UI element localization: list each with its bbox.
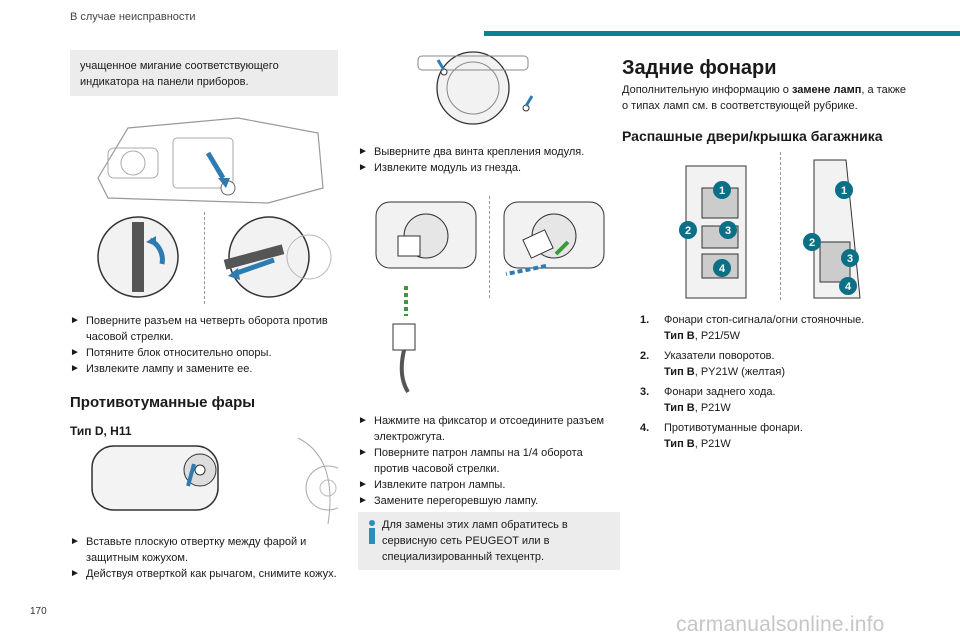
step-arrow-icon: ► [70, 568, 80, 579]
step-item: ►Вставьте плоскую отвертку между фарой и… [70, 536, 307, 564]
step-item: ►Замените перегоревшую лампу. [358, 495, 539, 507]
step-arrow-icon: ► [358, 146, 368, 157]
step-item: ►Нажмите на фиксатор и отсоедините разъе… [358, 415, 605, 443]
callout-2: 2 [685, 225, 691, 237]
info-text: Для замены этих ламп обратитесь в сервис… [382, 519, 568, 563]
header-accent-bar [484, 31, 960, 36]
info-icon [369, 520, 375, 544]
step-arrow-icon: ► [70, 315, 80, 326]
step-arrow-icon: ► [358, 162, 368, 173]
step-item: ►Потяните блок относительно опоры. [70, 347, 272, 359]
step-arrow-icon: ► [358, 495, 368, 506]
step-arrow-icon: ► [358, 479, 368, 490]
callout-4: 4 [719, 263, 726, 275]
column-3: Задние фонари Дополнительную информацию … [622, 57, 912, 144]
callout-4: 4 [845, 281, 852, 293]
header-title: В случае неисправности [70, 11, 196, 23]
step-arrow-icon: ► [70, 536, 80, 547]
rear-lamps-intro: Дополнительную информацию о замене ламп,… [622, 84, 906, 112]
watermark: carmanualsonline.info [676, 613, 885, 636]
figure-divider [204, 212, 205, 304]
callout-3: 3 [725, 225, 731, 237]
figure-divider [489, 196, 490, 298]
column-1-steps: ►Поверните разъем на четверть оборота пр… [70, 313, 338, 439]
callout-1: 1 [719, 185, 725, 197]
rear-lamps-title: Задние фонари [622, 57, 777, 79]
connector-illustration-right [223, 216, 332, 298]
list-item: 1. Фонари стоп-сигнала/огни стояночные. … [640, 314, 865, 342]
rear-lamp-illustration-right: 1 2 3 4 [803, 159, 861, 299]
step-item: ►Извлеките модуль из гнезда. [358, 162, 522, 174]
column-1-steps-b: ►Вставьте плоскую отвертку между фарой и… [70, 534, 338, 582]
column-2-steps-a: ►Выверните два винта крепления модуля. ►… [358, 144, 620, 176]
fog-lamps-heading: Противотуманные фары [70, 394, 256, 411]
rear-lamp-illustration-left: 1 2 3 4 [679, 165, 747, 299]
list-item: 3. Фонари заднего хода. Тип B, P21W [640, 386, 776, 414]
list-item: 2. Указатели поворотов. Тип B, PY21W (же… [640, 350, 786, 378]
callout-2: 2 [809, 237, 815, 249]
step-item: ►Действуя отверткой как рычагом, снимите… [70, 568, 337, 580]
fog-type-heading: Тип D, H11 [70, 424, 132, 438]
page-number: 170 [30, 606, 47, 617]
info-box: Для замены этих ламп обратитесь в сервис… [358, 512, 620, 570]
column-1: учащенное мигание соответствующего индик… [70, 50, 338, 96]
callout-3: 3 [847, 253, 853, 265]
fog-module-illustration [417, 51, 534, 125]
bulb-connector-illustration-left [375, 201, 477, 394]
step-item: ►Поверните разъем на четверть оборота пр… [70, 315, 328, 343]
connector-illustration-left [97, 216, 179, 298]
step-arrow-icon: ► [70, 347, 80, 358]
step-item: ►Извлеките лампу и замените ее. [70, 363, 253, 375]
step-arrow-icon: ► [70, 363, 80, 374]
callout-1: 1 [841, 185, 847, 197]
headlamp-illustration [97, 117, 324, 204]
bulb-connector-illustration-right [503, 201, 605, 276]
note-box: учащенное мигание соответствующего индик… [70, 50, 338, 96]
list-item: 4. Противотуманные фонари. Тип B, P21W [640, 422, 803, 450]
doors-tailgate-heading: Распашные двери/крышка багажника [622, 128, 883, 144]
step-item: ►Извлеките патрон лампы. [358, 479, 506, 491]
fog-lamp-illustration [91, 437, 338, 525]
step-item: ►Поверните патрон лампы на 1/4 оборота п… [358, 447, 583, 475]
rear-lamp-list: 1. Фонари стоп-сигнала/огни стояночные. … [640, 312, 920, 452]
step-arrow-icon: ► [358, 415, 368, 426]
figure-divider [780, 152, 781, 300]
column-2-steps-b: ►Нажмите на фиксатор и отсоедините разъе… [358, 413, 620, 509]
step-arrow-icon: ► [358, 447, 368, 458]
step-item: ►Выверните два винта крепления модуля. [358, 146, 585, 158]
